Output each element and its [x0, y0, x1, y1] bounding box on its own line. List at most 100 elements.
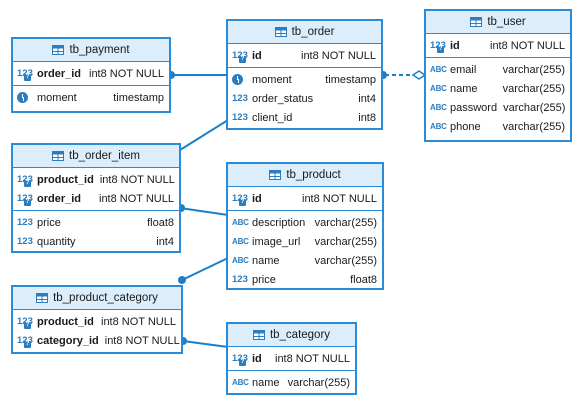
- column-row[interactable]: 123 price float8: [228, 270, 382, 289]
- table-tb-product[interactable]: tb_product 123? id int8 NOT NULL ABC des…: [226, 162, 384, 290]
- column-row[interactable]: ABC image_url varchar(255): [228, 232, 382, 251]
- table-header[interactable]: tb_order_item: [13, 145, 179, 168]
- table-icon: [52, 151, 65, 161]
- link-productcategory-product-dot: [178, 276, 186, 284]
- table-title: tb_product_category: [53, 292, 158, 304]
- column-row[interactable]: ABC name varchar(255): [228, 373, 355, 392]
- table-tb-user[interactable]: tb_user 123? id int8 NOT NULL ABC email …: [424, 9, 572, 142]
- column-row[interactable]: moment timestamp: [13, 88, 169, 107]
- number-key-icon: 123?: [17, 175, 33, 187]
- number-key-icon: 123?: [17, 336, 33, 348]
- column-row[interactable]: ABC name varchar(255): [426, 79, 570, 98]
- text-icon: ABC: [430, 83, 447, 93]
- column-name: name: [252, 254, 280, 267]
- column-row[interactable]: 123 price float8: [13, 213, 179, 232]
- table-tb-payment[interactable]: tb_payment 123? order_id int8 NOT NULL m…: [11, 37, 171, 113]
- table-header[interactable]: tb_order: [228, 21, 381, 44]
- table-tb-order[interactable]: tb_order 123? id int8 NOT NULL moment ti…: [226, 19, 383, 130]
- column-name: phone: [450, 120, 481, 133]
- column-type: varchar(255): [314, 254, 377, 267]
- table-title: tb_user: [487, 16, 526, 28]
- column-name: moment: [252, 73, 292, 86]
- number-key-icon: 123?: [17, 194, 33, 206]
- table-title: tb_product: [286, 169, 341, 181]
- number-key-icon: 123?: [232, 51, 248, 63]
- text-icon: ABC: [430, 102, 447, 112]
- column-type: float8: [350, 273, 377, 286]
- number-key-icon: 123?: [232, 194, 248, 206]
- column-name: moment: [37, 91, 77, 104]
- column-type: varchar(255): [314, 235, 377, 248]
- text-icon: ABC: [430, 64, 447, 74]
- number-key-icon: 123?: [17, 69, 33, 81]
- column-type: int8 NOT NULL: [101, 315, 176, 328]
- column-type: int8 NOT NULL: [99, 192, 174, 205]
- table-header[interactable]: tb_product_category: [13, 287, 181, 310]
- link-productcategory-category: [182, 340, 229, 348]
- column-row[interactable]: 123? id int8 NOT NULL: [426, 36, 570, 55]
- column-type: varchar(255): [502, 63, 565, 76]
- column-type: timestamp: [113, 91, 164, 104]
- column-type: int8 NOT NULL: [99, 173, 175, 186]
- column-row[interactable]: ABC email varchar(255): [426, 60, 570, 79]
- column-type: int8 NOT NULL: [302, 192, 377, 205]
- link-productcategory-product: [181, 257, 229, 281]
- column-type: timestamp: [325, 73, 376, 86]
- column-row[interactable]: 123? id int8 NOT NULL: [228, 349, 355, 368]
- table-tb-order-item[interactable]: tb_order_item 123? product_id int8 NOT N…: [11, 143, 181, 253]
- column-row[interactable]: 123? id int8 NOT NULL: [228, 189, 382, 208]
- column-name: name: [450, 82, 478, 95]
- column-row[interactable]: moment timestamp: [228, 70, 381, 89]
- column-name: password: [450, 101, 498, 114]
- column-name: order_status: [252, 92, 314, 105]
- number-icon: 123: [232, 111, 248, 123]
- number-icon: 123: [232, 92, 248, 104]
- table-icon: [269, 170, 282, 180]
- table-header[interactable]: tb_category: [228, 324, 355, 347]
- table-tb-category[interactable]: tb_category 123? id int8 NOT NULL ABC na…: [226, 322, 357, 395]
- column-row[interactable]: 123 client_id int8: [228, 108, 381, 127]
- column-row[interactable]: 123? product_id int8 NOT NULL: [13, 312, 181, 331]
- column-type: float8: [147, 216, 174, 229]
- number-key-icon: 123?: [17, 317, 33, 329]
- column-row[interactable]: 123? order_id int8 NOT NULL: [13, 189, 179, 208]
- column-type: int8: [358, 111, 376, 124]
- column-type: int4: [156, 235, 174, 248]
- clock-icon: [17, 92, 35, 103]
- table-icon: [470, 17, 483, 27]
- column-row[interactable]: 123? id int8 NOT NULL: [228, 46, 381, 65]
- table-title: tb_payment: [69, 44, 130, 56]
- column-name: price: [252, 273, 276, 286]
- column-row[interactable]: ABC description varchar(255): [228, 213, 382, 232]
- table-header[interactable]: tb_user: [426, 11, 570, 34]
- text-icon: ABC: [232, 377, 249, 387]
- table-icon: [52, 45, 65, 55]
- table-title: tb_order_item: [69, 150, 140, 162]
- column-name: id: [252, 192, 262, 205]
- column-row[interactable]: 123? category_id int8 NOT NULL: [13, 331, 181, 350]
- table-icon: [252, 330, 265, 340]
- column-row[interactable]: 123 quantity int4: [13, 232, 179, 251]
- column-name: description: [252, 216, 306, 229]
- column-row[interactable]: 123? product_id int8 NOT NULL: [13, 170, 179, 189]
- column-name: id: [450, 39, 460, 52]
- column-row[interactable]: 123? order_id int8 NOT NULL: [13, 64, 169, 83]
- column-type: varchar(255): [502, 120, 565, 133]
- column-type: varchar(255): [287, 376, 350, 389]
- column-type: int8 NOT NULL: [275, 352, 350, 365]
- link-orderitem-order: [179, 119, 229, 151]
- number-key-icon: 123?: [430, 41, 446, 53]
- column-type: varchar(255): [314, 216, 377, 229]
- column-row[interactable]: ABC phone varchar(255): [426, 117, 570, 136]
- column-name: name: [252, 376, 280, 389]
- table-header[interactable]: tb_payment: [13, 39, 169, 62]
- table-tb-product-category[interactable]: tb_product_category 123? product_id int8…: [11, 285, 183, 354]
- column-row[interactable]: ABC password varchar(255): [426, 98, 570, 117]
- column-name: id: [252, 49, 262, 62]
- table-header[interactable]: tb_product: [228, 164, 382, 187]
- column-row[interactable]: ABC name varchar(255): [228, 251, 382, 270]
- column-row[interactable]: 123 order_status int4: [228, 89, 381, 108]
- column-name: client_id: [252, 111, 293, 124]
- column-type: int8 NOT NULL: [301, 49, 376, 62]
- column-name: order_id: [37, 67, 82, 80]
